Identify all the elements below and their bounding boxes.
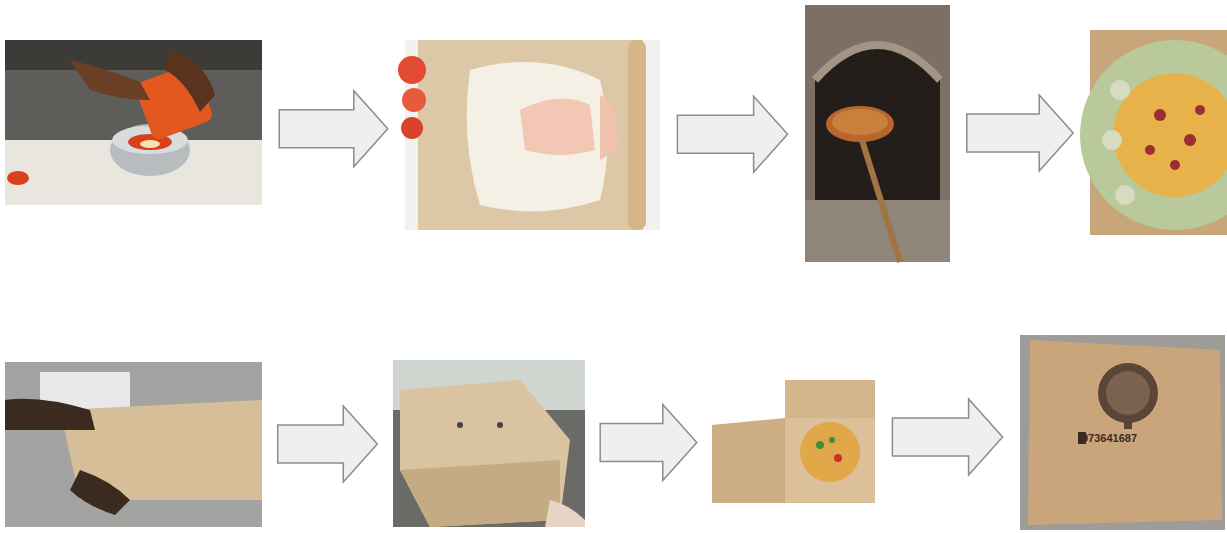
delivery-box-step: 973641687 — [1020, 335, 1225, 530]
baking-step — [805, 5, 950, 262]
flow-arrow — [967, 95, 1073, 171]
flow-arrow — [600, 405, 697, 481]
oven-photo — [805, 5, 950, 262]
arrow-shape — [677, 96, 787, 172]
arrow-shape — [967, 95, 1073, 171]
dough-step — [405, 40, 660, 230]
sauce-step — [5, 40, 262, 205]
box-folding-photo — [393, 360, 585, 527]
flow-arrow — [279, 91, 388, 167]
pizza-photo — [1080, 30, 1227, 235]
flow-arrow — [677, 96, 787, 172]
arrow-shape — [892, 399, 1002, 475]
phone-number: 973641687 — [1082, 432, 1137, 444]
arrow-shape — [600, 405, 697, 481]
dough-photo — [398, 40, 660, 230]
pizza-step — [1090, 30, 1227, 235]
flow-arrow — [892, 399, 1002, 475]
box-flat-photo — [5, 362, 262, 527]
boxing-step — [712, 378, 875, 505]
box-unfold-step — [5, 362, 262, 527]
flow-arrow — [278, 406, 378, 482]
branded-box-photo — [1020, 335, 1225, 530]
sauce-photo — [5, 40, 262, 205]
boxed-pizza-photo — [712, 378, 875, 505]
arrow-shape — [279, 91, 388, 167]
arrow-shape — [278, 406, 378, 482]
box-fold-step — [393, 360, 585, 527]
